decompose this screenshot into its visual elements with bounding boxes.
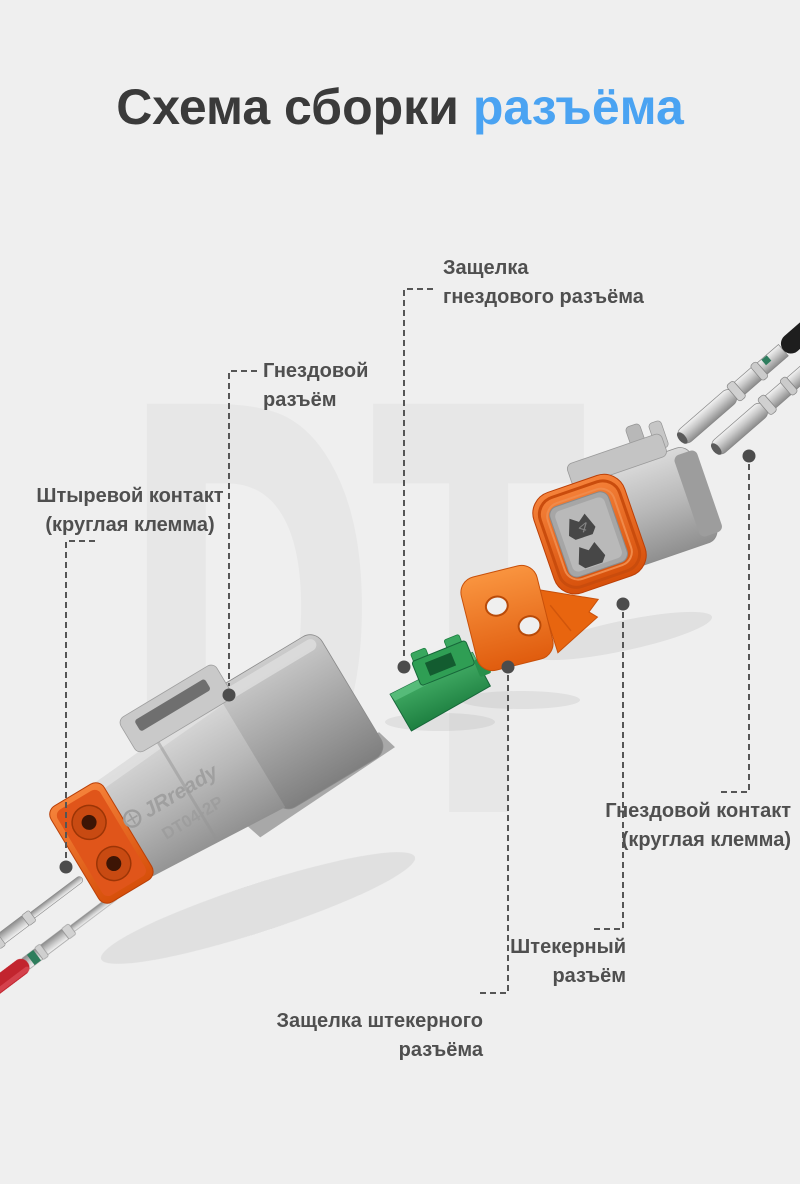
label-socket-latch-line1: Защелка xyxy=(443,257,529,279)
pin-cavity-1 xyxy=(71,804,107,841)
leader-dot-socket-connector xyxy=(222,688,236,702)
label-pin-contact: Штыревой контакт (круглая клемма) xyxy=(28,482,232,540)
green-wedge-image xyxy=(389,634,492,732)
label-socket-connector: Гнездовой разъём xyxy=(263,357,368,415)
page-title-main: Схема сборки xyxy=(116,79,459,135)
leader-socket-contact xyxy=(721,464,750,793)
socket-housing-image: 4 xyxy=(532,420,722,595)
leader-plug-connector xyxy=(594,612,624,930)
label-socket-connector-line1: Гнездовой xyxy=(263,360,369,382)
label-socket-contact-line2: (круглая клемма) xyxy=(621,829,791,851)
label-socket-latch: Защелка гнездового разъёма xyxy=(443,254,644,312)
page-title: Схема сборки разъёма xyxy=(0,78,800,136)
label-socket-latch-line2: гнездового разъёма xyxy=(443,286,644,308)
jrready-logo-icon xyxy=(123,809,142,828)
label-socket-connector-line2: разъём xyxy=(263,389,337,411)
label-plug-latch-line1: Защелка штекерного xyxy=(276,1010,483,1032)
orange-wedge-image xyxy=(460,564,600,672)
leader-dot-socket-latch xyxy=(397,660,411,674)
label-plug-latch: Защелка штекерного разъёма xyxy=(272,1007,483,1065)
leader-dot-plug-connector xyxy=(616,597,630,611)
label-plug-latch-line2: разъёма xyxy=(398,1039,483,1061)
leader-plug-latch xyxy=(480,675,509,994)
leader-pin-contact xyxy=(65,540,95,858)
leader-dot-socket-contact xyxy=(742,449,756,463)
label-pin-contact-line2: (круглая клемма) xyxy=(45,514,215,536)
socket-cavity-2 xyxy=(578,541,606,569)
label-socket-contact: Гнездовой контакт (круглая клемма) xyxy=(590,797,791,855)
leader-dot-pin-contact xyxy=(59,860,73,874)
leader-lines xyxy=(59,288,756,994)
leader-dot-plug-latch xyxy=(501,660,515,674)
label-plug-connector: Штекерный разъём xyxy=(465,933,626,991)
pin-contacts-image xyxy=(0,876,119,1063)
page-title-accent: разъёма xyxy=(472,79,684,135)
plug-housing-image: JRready DT04-2P xyxy=(49,634,395,904)
label-socket-contact-line1: Гнездовой контакт xyxy=(605,800,791,822)
label-plug-connector-line1: Штекерный xyxy=(510,936,626,958)
label-pin-contact-line1: Штыревой контакт xyxy=(36,485,224,507)
socket-cavity-1 xyxy=(568,513,596,540)
pin-cavity-2 xyxy=(96,845,132,882)
label-plug-connector-line2: разъём xyxy=(552,965,626,987)
socket-contacts-image xyxy=(676,222,800,455)
leader-socket-latch xyxy=(403,288,433,658)
